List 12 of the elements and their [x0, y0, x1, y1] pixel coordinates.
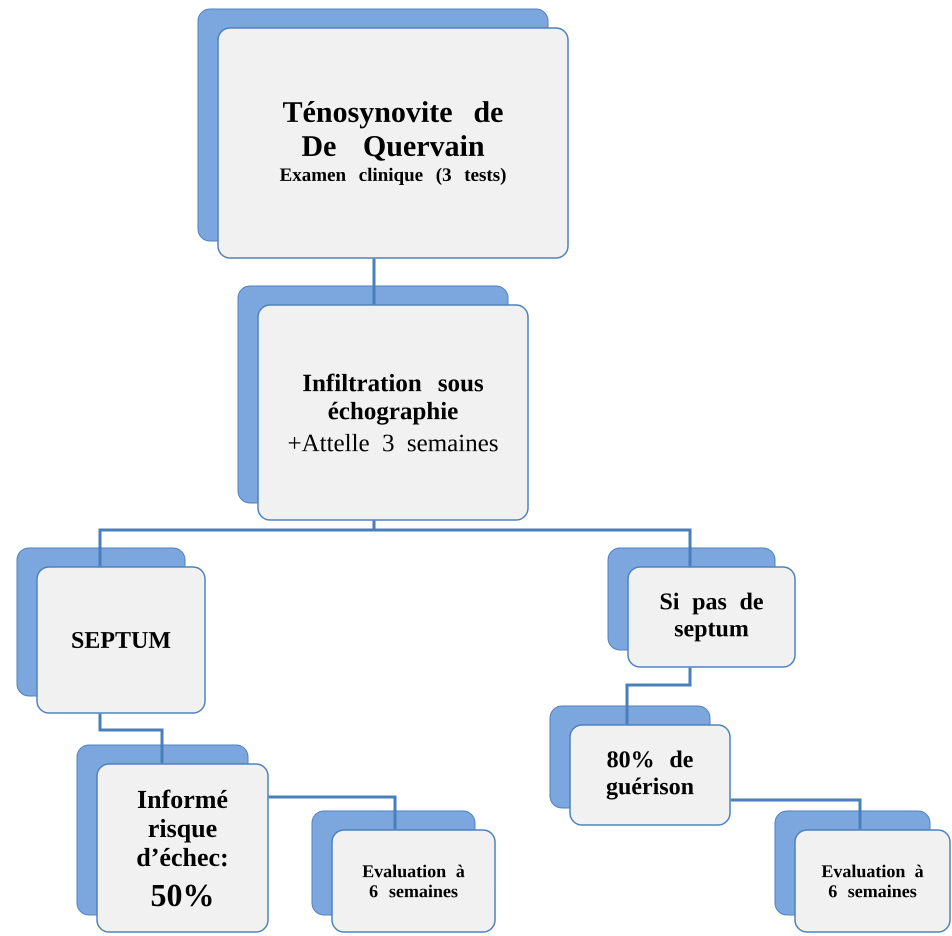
- stacked-box: SEPTUM: [16, 548, 206, 714]
- connector-line: [730, 798, 862, 830]
- stacked-box: Evaluation à 6 semaines: [312, 810, 496, 933]
- stacked-box: Ténosynovite de De Quervain Examen clinique (3 tests): [198, 8, 569, 259]
- stacked-box: Informé risque d’échec: 50%: [76, 744, 269, 933]
- connector-line: [372, 258, 376, 304]
- connector-line: [268, 796, 396, 830]
- stacked-box: 80% de guérison: [550, 706, 731, 826]
- stacked-box: Evaluation à 6 semaines: [774, 810, 951, 933]
- connector-line: [626, 668, 692, 724]
- stacked-box: Si pas de septum: [608, 548, 796, 668]
- stacked-box: Infiltration sous échographie +Attelle 3 semaines: [238, 286, 529, 521]
